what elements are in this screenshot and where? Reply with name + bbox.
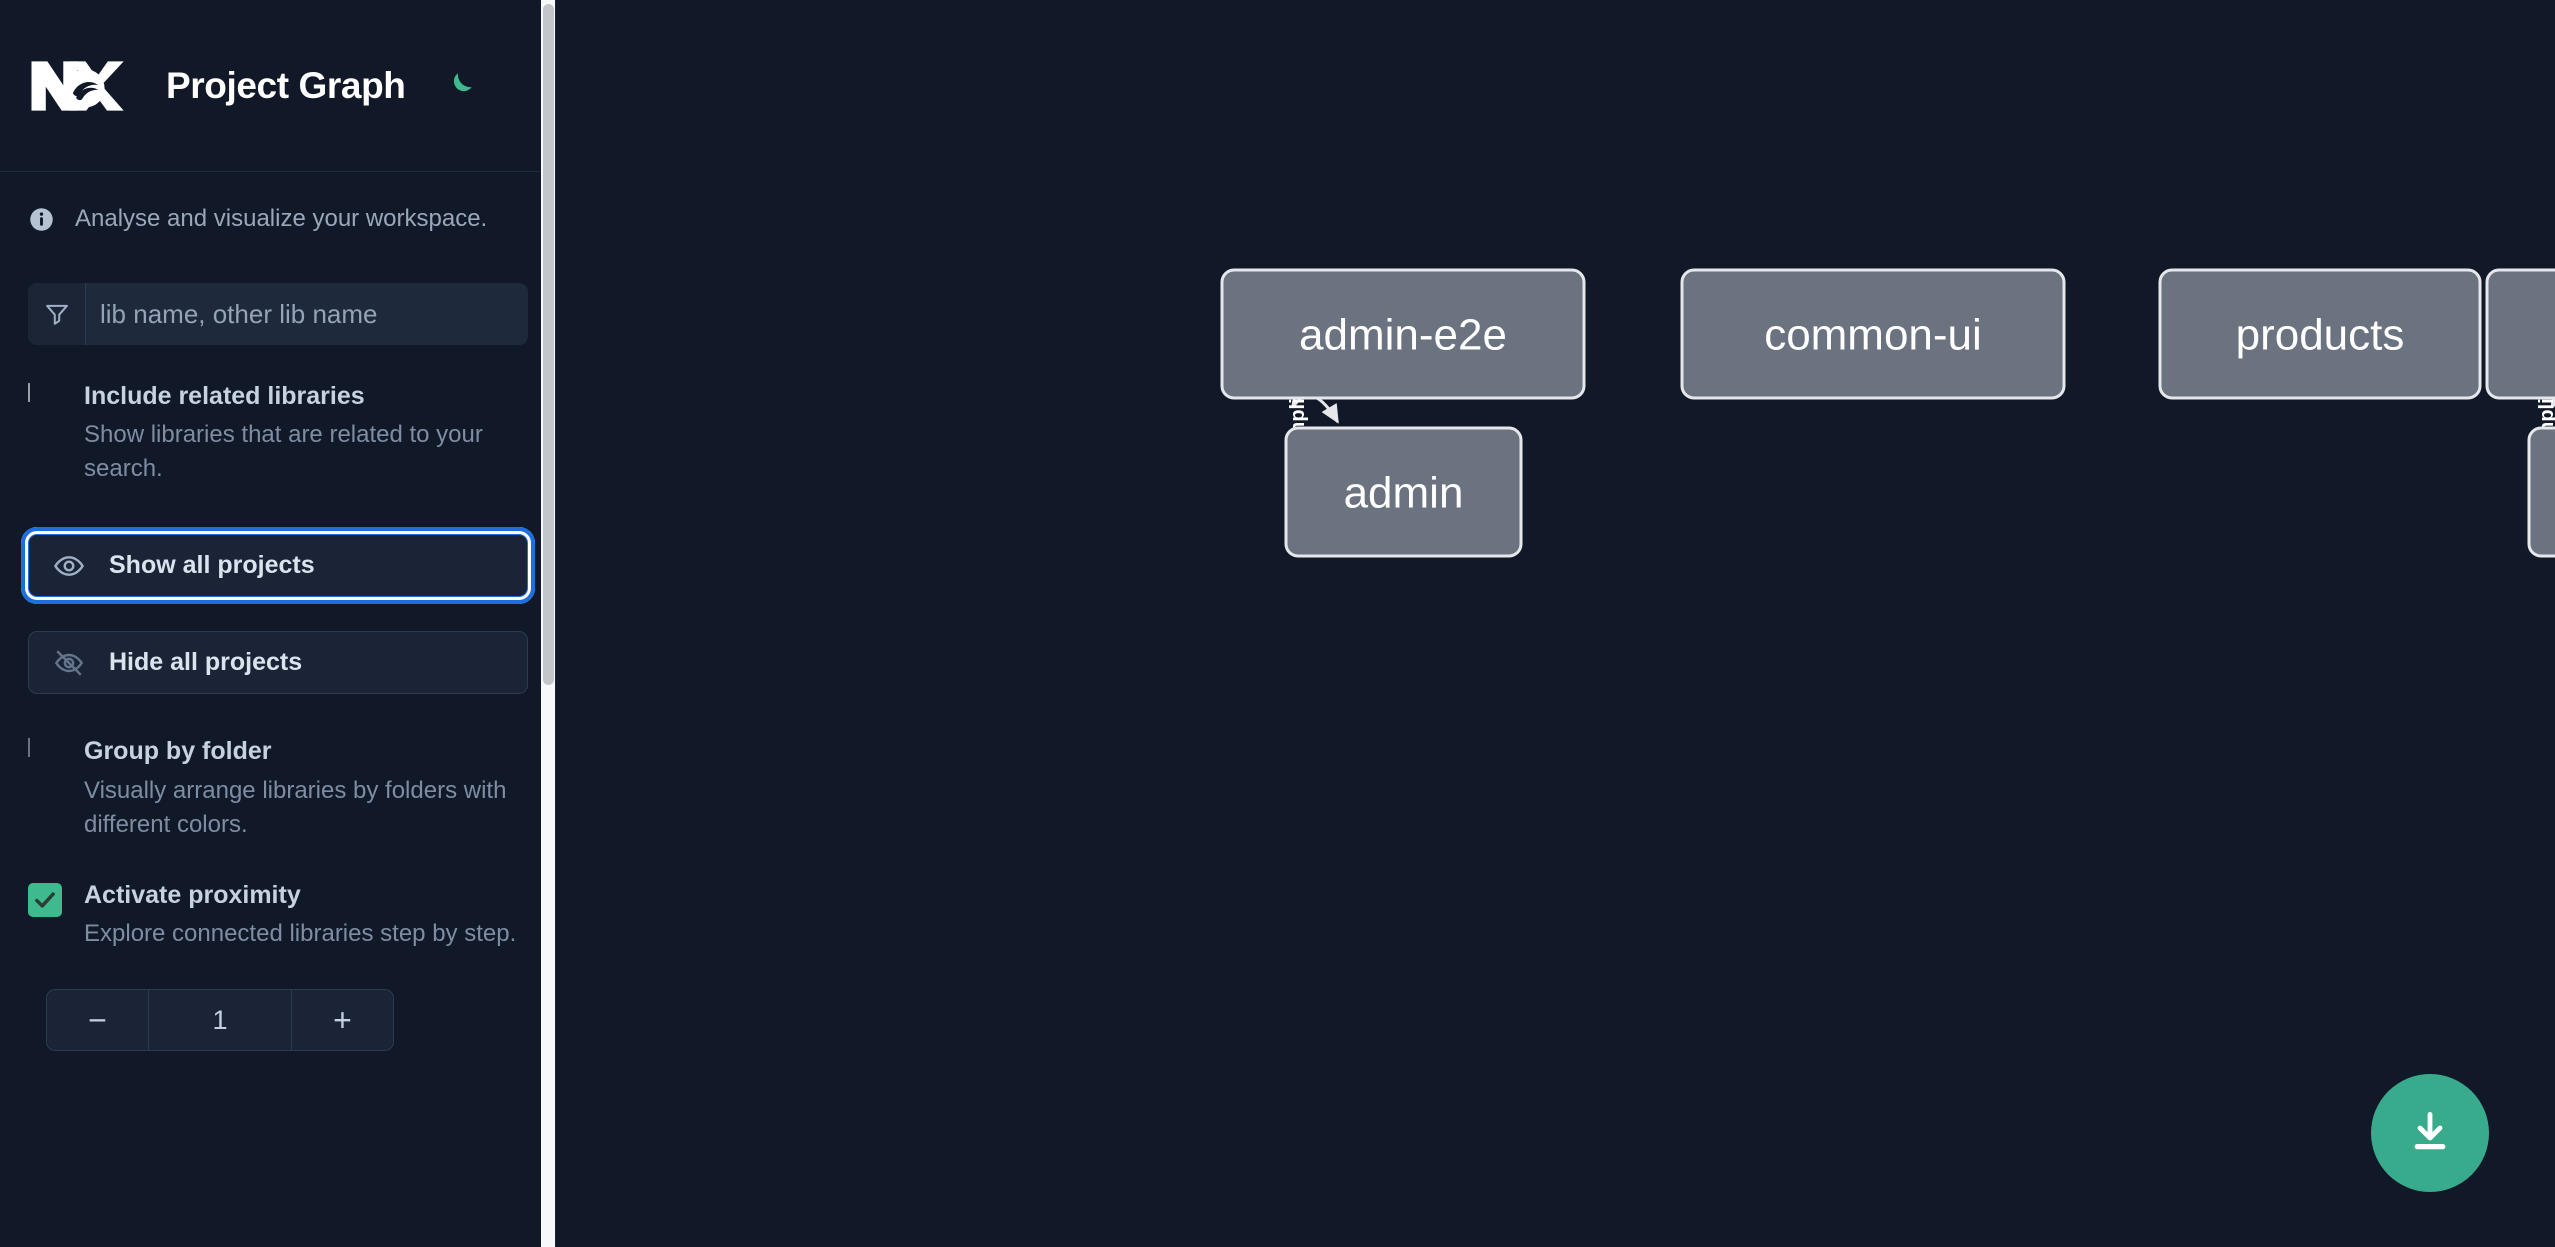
graph-node-admin[interactable]: admin — [1284, 426, 1523, 558]
sidebar-info: Analyse and visualize your workspace. — [0, 172, 556, 233]
include-related-libraries-label: Include related libraries — [84, 382, 365, 410]
sidebar-scrollbar[interactable] — [541, 0, 556, 1247]
download-image-button[interactable] — [2371, 1074, 2489, 1192]
info-circle-icon — [28, 206, 55, 233]
proximity-increment-button[interactable]: + — [291, 990, 393, 1051]
activate-proximity-description: Explore connected libraries step by step… — [84, 920, 517, 948]
search-field[interactable] — [28, 283, 528, 345]
activate-proximity-checkbox[interactable] — [28, 882, 62, 917]
show-all-projects-label: Show all projects — [109, 551, 315, 580]
group-by-folder-description: Visually arrange libraries by folders wi… — [84, 776, 507, 838]
sidebar-info-text: Analyse and visualize your workspace. — [75, 205, 488, 232]
node-label: admin-e2e — [1299, 311, 1507, 360]
proximity-stepper[interactable]: − 1 + — [46, 989, 394, 1052]
node-box — [1284, 426, 1523, 558]
option-group-by-folder[interactable]: Group by folder Visually arrange librari… — [28, 736, 528, 841]
show-all-projects-button[interactable]: Show all projects — [21, 527, 535, 605]
sidebar-scrollbar-thumb[interactable] — [543, 4, 554, 685]
eye-off-icon — [51, 645, 87, 681]
node-label: common-ui — [1764, 311, 1982, 360]
page-title: Project Graph — [166, 64, 406, 106]
eye-icon — [51, 548, 87, 584]
activate-proximity-label: Activate proximity — [84, 880, 301, 909]
graph-node-store-e2e[interactable]: store-e2e — [2485, 268, 2555, 400]
group-by-folder-checkbox[interactable] — [28, 738, 62, 773]
project-visibility-buttons: Show all projects Hide all projects — [21, 527, 535, 695]
node-label: products — [2236, 311, 2405, 360]
sidebar-header: Project Graph — [0, 0, 556, 172]
group-by-folder-label: Group by folder — [84, 737, 272, 766]
nx-logo-icon — [28, 55, 124, 117]
hide-all-projects-button[interactable]: Hide all projects — [28, 631, 528, 695]
node-box — [1220, 268, 1586, 400]
graph-nodes: admin-e2e common-ui products store-e2e admin… — [1220, 268, 2555, 558]
search-input[interactable] — [86, 283, 528, 345]
option-activate-proximity[interactable]: Activate proximity Explore connected lib… — [28, 880, 528, 951]
node-box — [2158, 268, 2482, 400]
moon-icon[interactable] — [439, 66, 479, 106]
node-box — [2527, 426, 2555, 558]
option-include-related-libraries[interactable]: Include related libraries Show libraries… — [28, 381, 528, 486]
node-box — [1680, 268, 2066, 400]
download-icon — [2406, 1108, 2454, 1159]
proximity-decrement-button[interactable]: − — [47, 990, 149, 1051]
include-related-libraries-description: Show libraries that are related to your … — [84, 421, 483, 483]
check-icon — [35, 892, 55, 908]
include-related-libraries-checkbox[interactable] — [28, 383, 62, 418]
node-box — [2485, 268, 2555, 400]
filter-funnel-icon — [28, 283, 86, 345]
graph-node-store[interactable]: store — [2527, 426, 2555, 558]
node-label: admin — [1344, 469, 1464, 518]
hide-all-projects-label: Hide all projects — [109, 648, 303, 677]
sidebar: Project Graph Analyse and visualize your… — [0, 0, 556, 1247]
sidebar-body: Include related libraries Show libraries… — [0, 283, 556, 1052]
graph-node-admin-e2e[interactable]: admin-e2e — [1220, 268, 1586, 400]
graph-node-common-ui[interactable]: common-ui — [1680, 268, 2066, 400]
graph-node-products[interactable]: products — [2158, 268, 2482, 400]
proximity-value: 1 — [212, 1004, 228, 1035]
